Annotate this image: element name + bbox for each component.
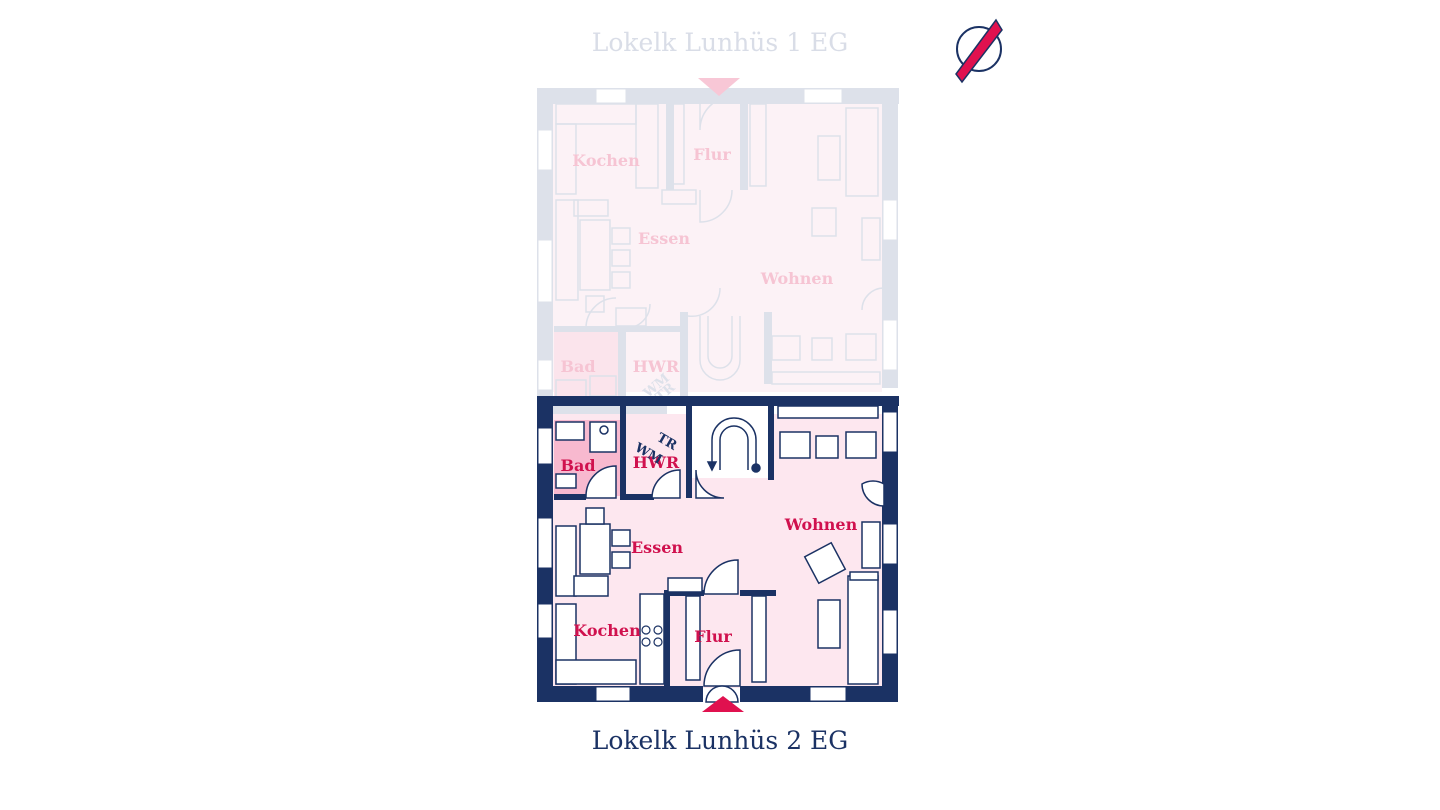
upper-label-hwr: HWR	[633, 357, 680, 376]
cooktop-icon	[641, 625, 663, 647]
upper-plan-title: Lokelk Lunhüs 1 EG	[591, 28, 849, 57]
upper-furniture	[555, 103, 881, 399]
upper-label-bad: Bad	[560, 357, 595, 376]
upper-windows	[537, 88, 898, 391]
lower-label-wohnen: Wohnen	[784, 515, 858, 534]
lower-plan: Bad HWR Wohnen Essen Kochen Flur WM TR	[537, 396, 899, 712]
upper-label-wohnen: Wohnen	[760, 269, 834, 288]
lower-windows	[537, 411, 898, 702]
lower-room-labels: Bad HWR Wohnen Essen Kochen Flur	[560, 453, 857, 646]
lower-furniture	[555, 405, 881, 685]
lower-doors	[585, 465, 885, 703]
upper-label-kochen: Kochen	[572, 151, 640, 170]
lower-label-kochen: Kochen	[573, 621, 641, 640]
upper-label-flur: Flur	[693, 145, 731, 164]
compass-north-icon	[955, 18, 1003, 84]
upper-plan: Kochen Flur Essen Wohnen Bad HWR WM TR	[537, 78, 899, 414]
lower-label-flur: Flur	[694, 627, 732, 646]
upper-entrance-arrow-icon	[698, 78, 740, 96]
lower-label-essen: Essen	[631, 538, 683, 557]
upper-label-essen: Essen	[638, 229, 690, 248]
lower-label-bad: Bad	[560, 456, 595, 475]
upper-doors	[585, 95, 885, 329]
lower-label-hwr: HWR	[633, 453, 680, 472]
upper-room-labels: Kochen Flur Essen Wohnen Bad HWR	[560, 145, 833, 376]
entrance-arrow-icon	[702, 696, 744, 712]
lower-plan-title: Lokelk Lunhüs 2 EG	[591, 726, 849, 755]
